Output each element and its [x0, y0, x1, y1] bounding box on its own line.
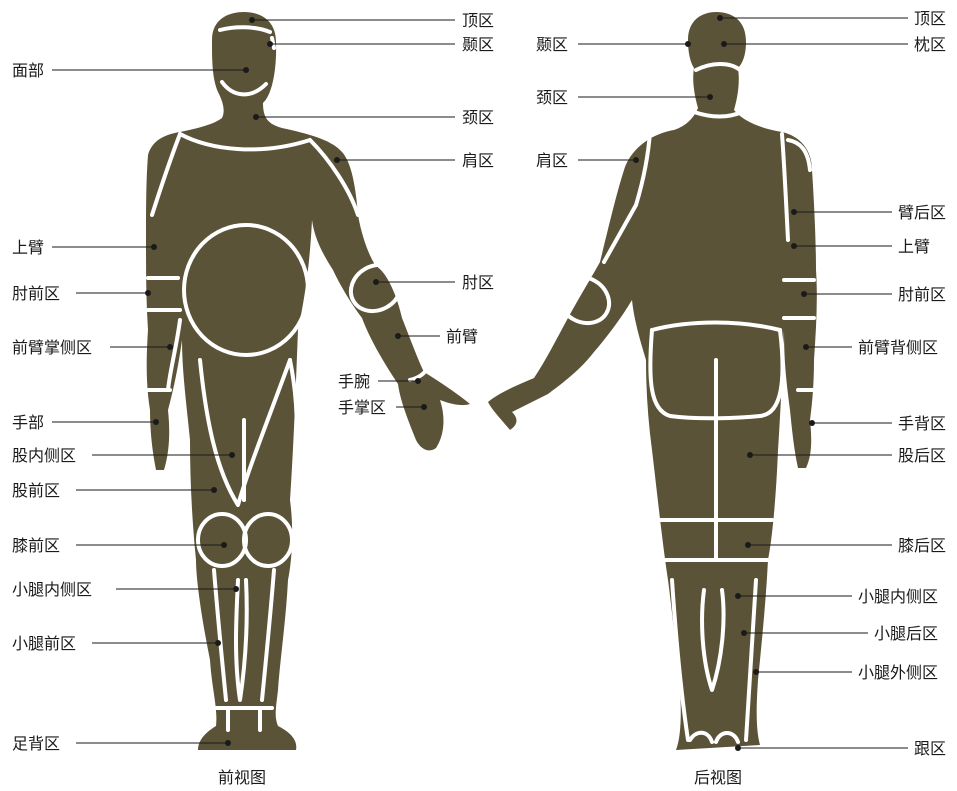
- label-front-dorsum-foot: 足背区: [12, 734, 60, 753]
- label-front-wrist: 手腕: [338, 372, 370, 391]
- back-figure: [488, 12, 817, 750]
- label-back-occipital: 枕区: [914, 35, 946, 54]
- front-body-silhouette: [146, 12, 470, 750]
- label-back-dorsum-hand: 手背区: [898, 414, 946, 433]
- label-front-anterior-thigh: 股前区: [12, 481, 60, 500]
- back-view-caption: 后视图: [694, 768, 742, 787]
- label-back-heel: 跟区: [914, 739, 946, 758]
- front-view-caption: 前视图: [218, 768, 266, 787]
- label-back-antecubital: 肘前区: [898, 285, 946, 304]
- label-front-temporal: 颞区: [462, 35, 494, 54]
- label-back-posterior-knee: 膝后区: [898, 536, 946, 555]
- front-figure: [146, 12, 470, 750]
- label-front-vertex: 顶区: [462, 11, 494, 30]
- label-back-posterior-thigh: 股后区: [898, 446, 946, 465]
- label-back-temporal: 颞区: [536, 35, 568, 54]
- label-front-medial-leg: 小腿内侧区: [12, 580, 92, 599]
- label-front-neck: 颈区: [462, 108, 494, 127]
- label-front-upper-arm: 上臂: [12, 238, 44, 257]
- label-back-medial-leg: 小腿内侧区: [858, 587, 938, 606]
- label-back-vertex: 顶区: [914, 9, 946, 28]
- label-front-anterior-leg: 小腿前区: [12, 634, 76, 653]
- label-front-antecubital: 肘前区: [12, 284, 60, 303]
- label-back-posterior-leg: 小腿后区: [874, 624, 938, 643]
- label-front-anterior-knee: 膝前区: [12, 536, 60, 555]
- label-back-upper-arm: 上臂: [898, 237, 930, 256]
- label-front-shoulder: 肩区: [462, 151, 494, 170]
- label-back-neck: 颈区: [536, 88, 568, 107]
- label-front-forearm-palmar: 前臂掌侧区: [12, 338, 92, 357]
- label-back-shoulder: 肩区: [536, 151, 568, 170]
- label-front-elbow: 肘区: [462, 273, 494, 292]
- label-front-palm: 手掌区: [338, 398, 386, 417]
- label-front-face: 面部: [12, 61, 44, 80]
- label-back-lateral-leg: 小腿外侧区: [858, 663, 938, 682]
- label-front-medial-thigh: 股内侧区: [12, 446, 76, 465]
- label-back-forearm-dorsal: 前臂背侧区: [858, 338, 938, 357]
- label-back-posterior-arm: 臂后区: [898, 203, 946, 222]
- label-front-hand: 手部: [12, 413, 44, 432]
- label-front-forearm: 前臂: [446, 327, 478, 346]
